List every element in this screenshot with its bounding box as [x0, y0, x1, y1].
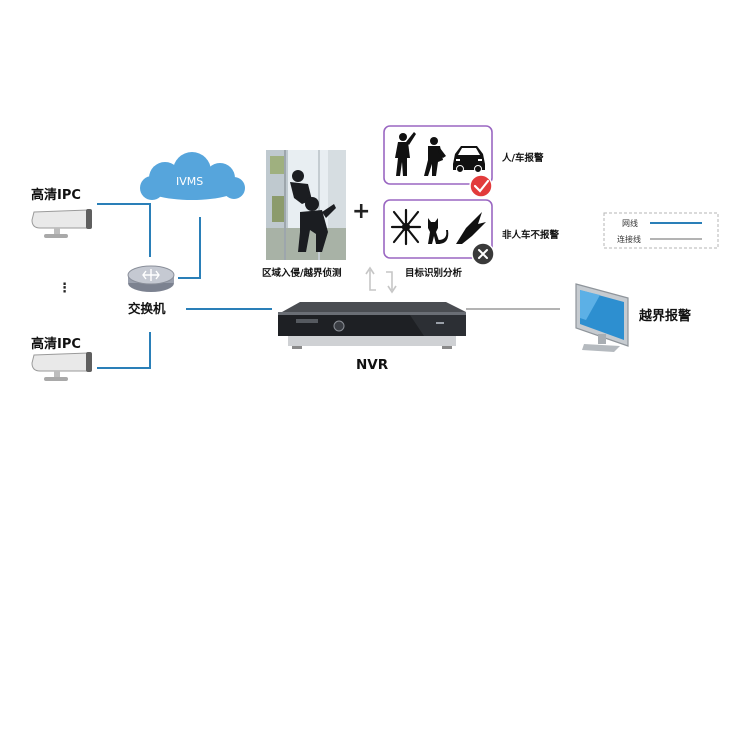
legend-network-label: 网线 [622, 219, 638, 228]
insect-icon [390, 208, 422, 246]
sync-arrows-icon [365, 266, 397, 294]
alarm-label: 越界报警 [639, 309, 692, 324]
legend-connection-label: 连接线 [617, 235, 641, 244]
switch-label: 交换机 [128, 301, 166, 316]
intrusion-photo [266, 150, 346, 260]
person-silhouette-icon [395, 132, 416, 176]
check-icon [469, 174, 493, 198]
bullet-camera-icon [31, 209, 92, 238]
monitor-icon [575, 283, 629, 352]
link-ipc-bottom-switch [97, 332, 151, 369]
car-icon [453, 146, 485, 173]
cloud-label: IVMS [176, 175, 204, 188]
link-cloud-switch [178, 217, 201, 279]
cloud-icon [140, 152, 245, 200]
ipc-top-label: 高清IPC [31, 188, 81, 203]
non-person-vehicle-panel [383, 199, 493, 259]
intrusion-caption: 区域入侵/越界侦测 [262, 268, 342, 279]
legend-box [603, 212, 719, 249]
nvr-label: NVR [356, 357, 389, 373]
nvr-recorder-icon [278, 302, 466, 349]
network-links [97, 203, 272, 369]
router-icon [127, 265, 175, 292]
ellipsis-marker: ⋮ [58, 281, 71, 296]
target-caption: 目标识别分析 [405, 268, 463, 279]
intruder-figure [290, 170, 336, 252]
bullet-camera-icon [31, 352, 92, 381]
link-ipc-top-switch [97, 203, 151, 257]
person-vehicle-label: 人/车报警 [502, 153, 544, 164]
non-person-vehicle-label: 非人车不报警 [502, 230, 560, 241]
cat-icon [428, 218, 449, 244]
person-silhouette-icon [424, 137, 446, 176]
plus-sign: + [352, 199, 371, 224]
bird-icon [456, 212, 486, 244]
close-icon [471, 242, 495, 266]
ipc-bottom-label: 高清IPC [31, 337, 81, 352]
